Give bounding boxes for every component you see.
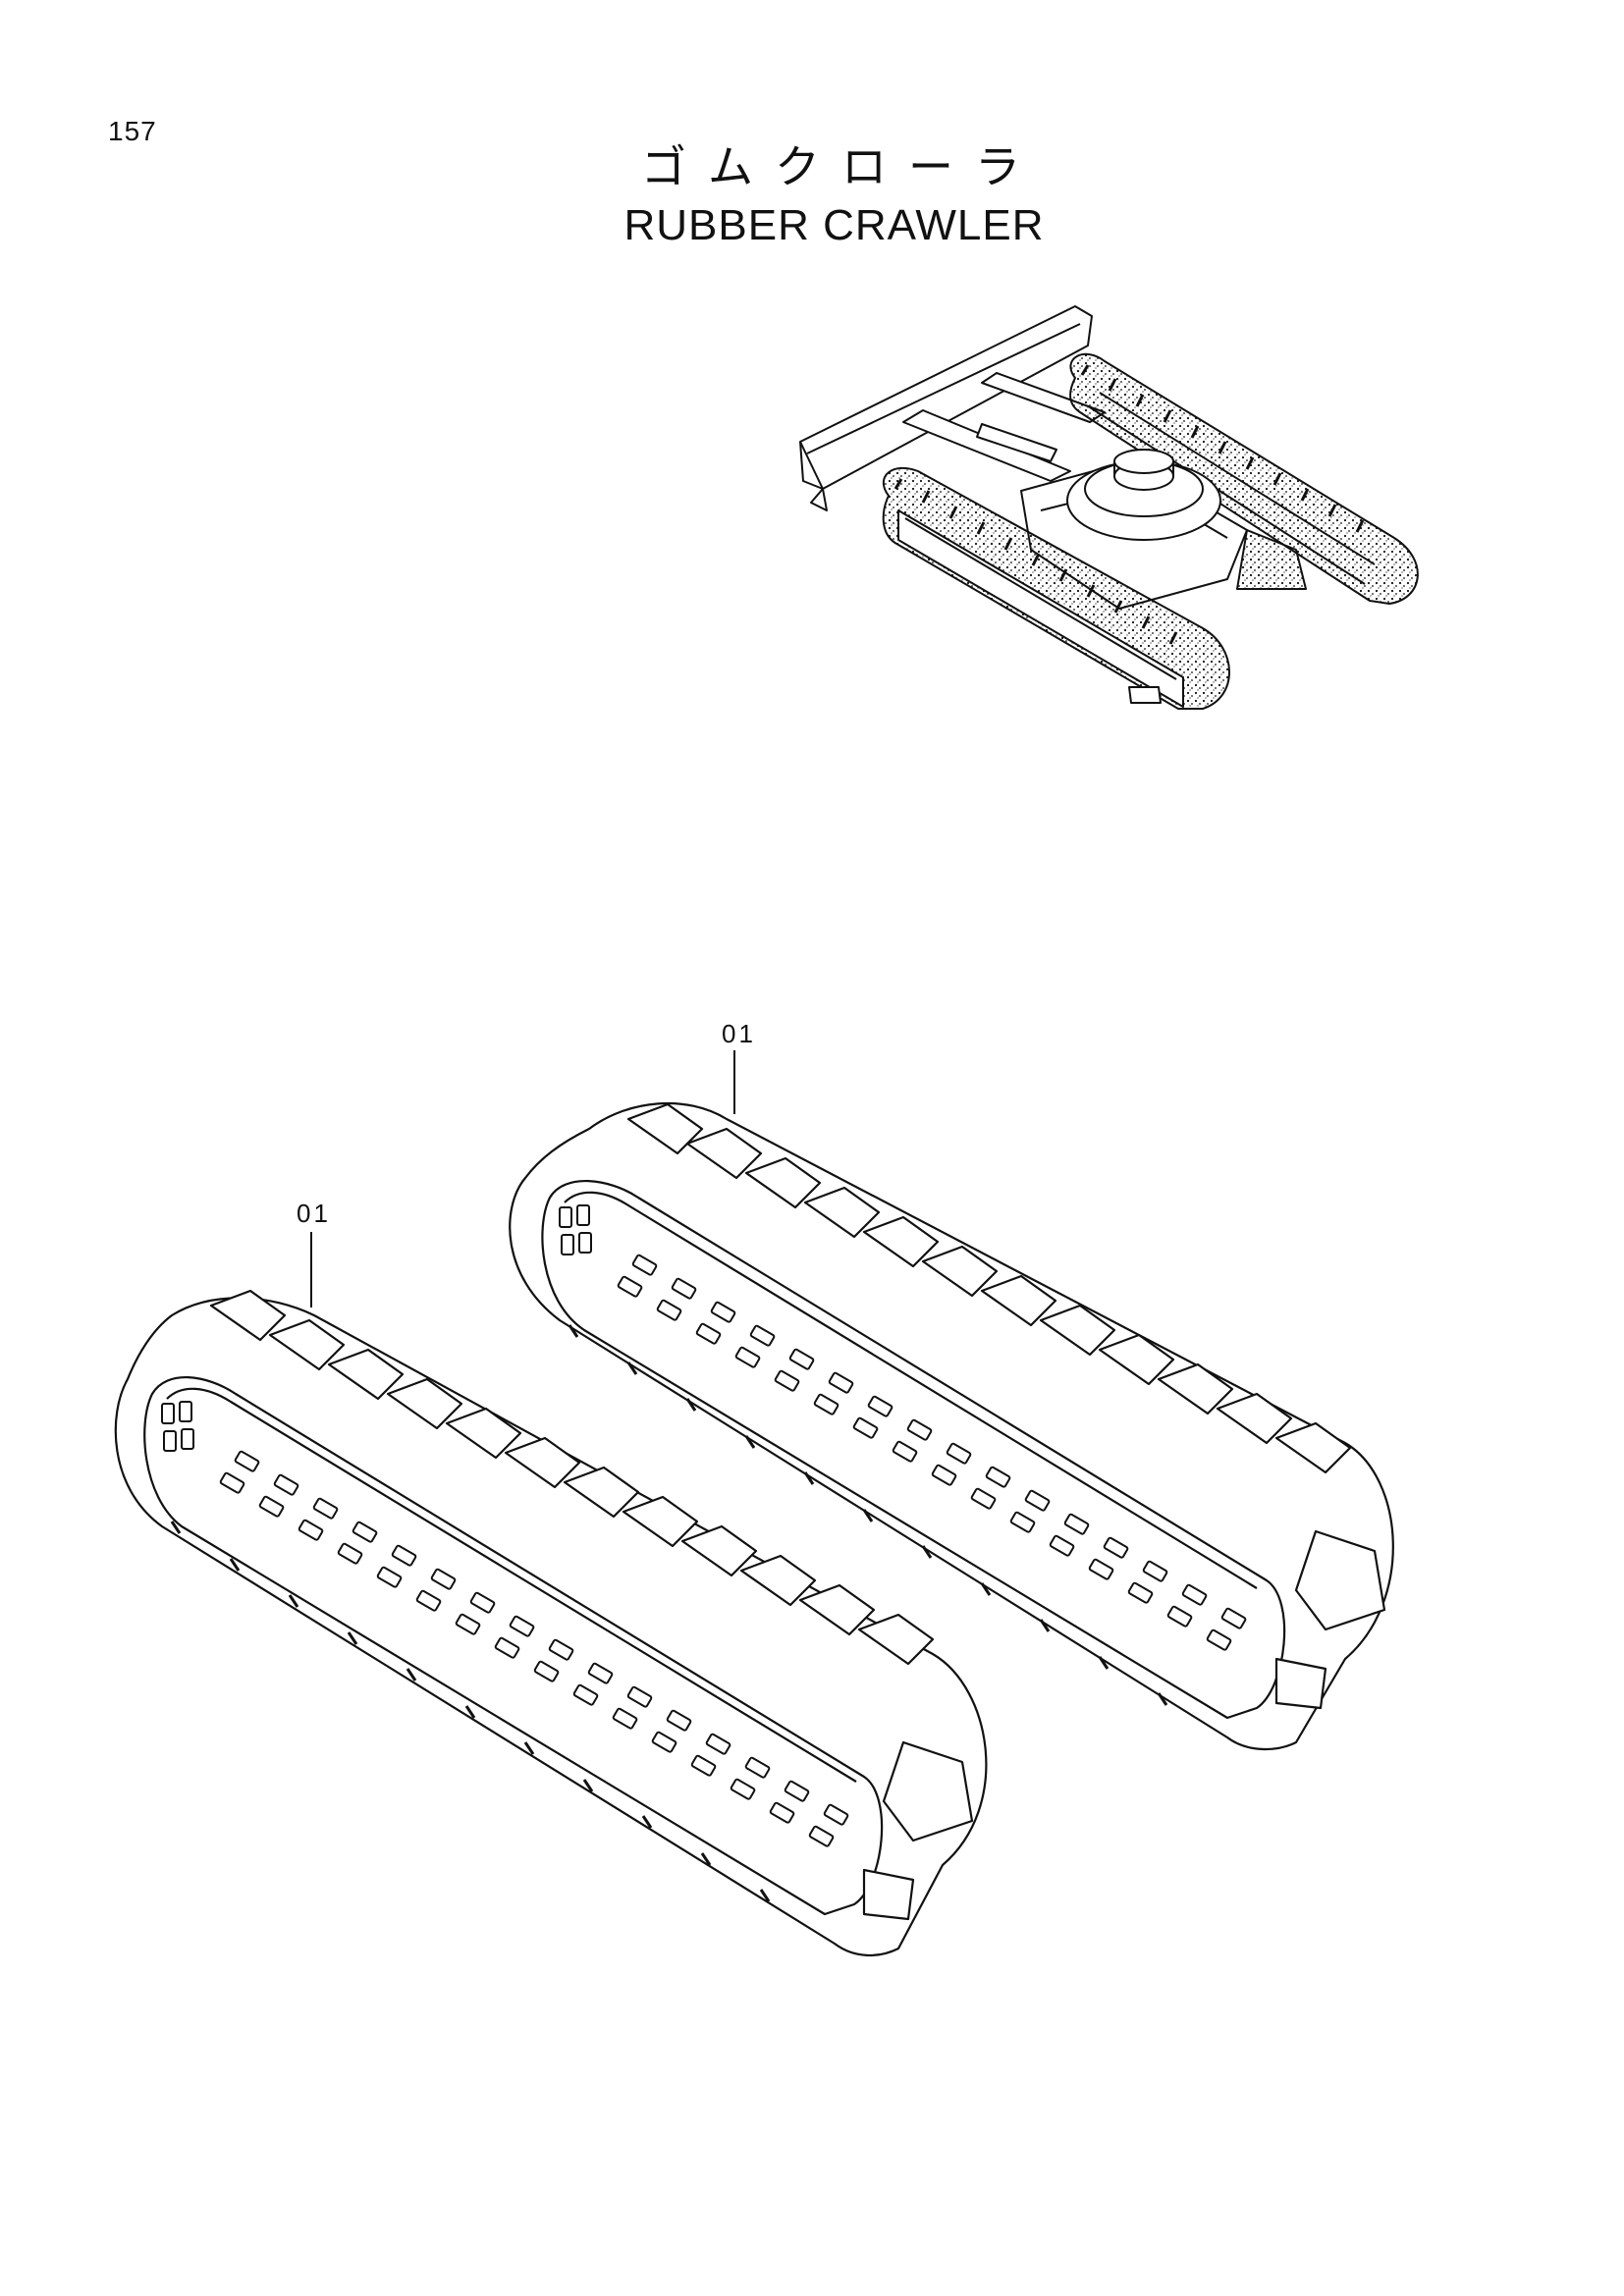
rubber-crawler-right — [509, 1101, 1394, 1751]
turntable — [1066, 449, 1221, 541]
track-near — [882, 466, 1230, 710]
track-far — [1069, 352, 1419, 605]
dozer-blade — [799, 305, 1093, 511]
blade-cylinder — [976, 423, 1057, 462]
callout-label: 01 — [722, 1019, 756, 1048]
callout-label: 01 — [297, 1199, 331, 1228]
undercarriage-overview — [799, 305, 1419, 710]
callout-crawler-right: 01 — [722, 1019, 756, 1114]
title-japanese: ゴムクローラ — [641, 140, 1042, 193]
guide-blocks — [559, 1204, 1247, 1651]
callout-crawler-left: 01 — [297, 1199, 331, 1308]
guide-blocks — [161, 1401, 849, 1847]
title-block: ゴムクローラ RUBBER CRAWLER — [0, 137, 1624, 253]
rubber-crawler-left — [114, 1289, 988, 1957]
blade-arm — [902, 409, 1071, 482]
page-number: 157 — [108, 116, 157, 146]
title-english: RUBBER CRAWLER — [623, 201, 1045, 249]
